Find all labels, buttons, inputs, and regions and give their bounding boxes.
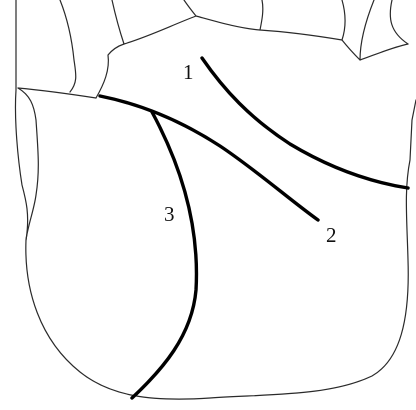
finger-fold-left (96, 44, 124, 98)
label-2: 2 (326, 223, 337, 247)
finger-fold-mid-left (112, 0, 196, 44)
finger-left-edge (60, 0, 76, 92)
label-1: 1 (183, 60, 194, 84)
finger-right-inner (390, 0, 408, 44)
finger-fold-mid-right (260, 0, 342, 40)
crease-line-1 (202, 58, 408, 188)
crease-line-2 (100, 96, 318, 220)
label-3: 3 (164, 202, 175, 226)
finger-right-edge (360, 0, 408, 60)
finger-fold-right (342, 0, 360, 60)
finger-fold-mid (184, 0, 260, 30)
finger-base-left (18, 88, 96, 98)
crease-line-3 (132, 112, 196, 398)
palm-outline (15, 0, 416, 399)
